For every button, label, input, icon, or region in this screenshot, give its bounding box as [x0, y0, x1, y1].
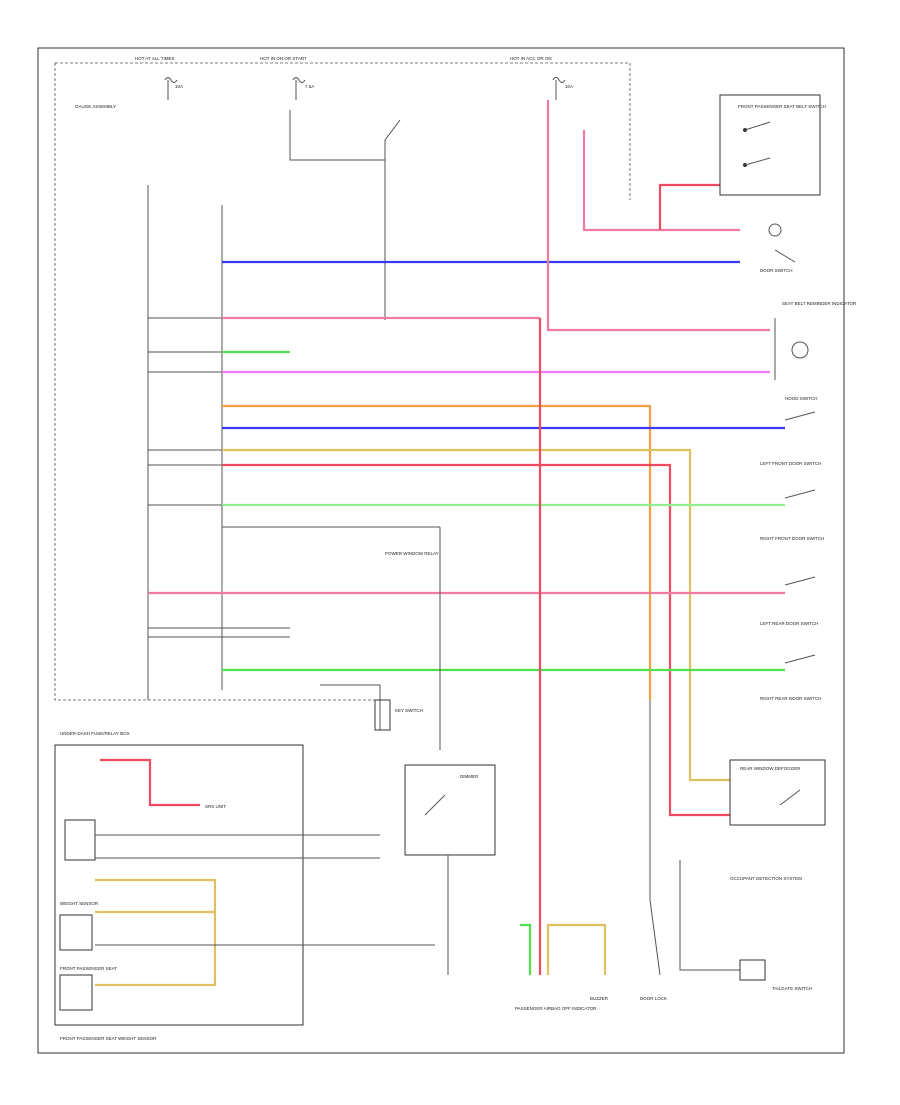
fuse-3-label: 10A: [565, 84, 573, 89]
key-switch-wire: [320, 684, 390, 731]
srs-unit-box: [54, 744, 304, 1026]
weight-sensor-label: WEIGHT SENSOR: [60, 901, 99, 906]
dimmer-label: DIMMER: [460, 774, 479, 779]
left-rear-door-label: LEFT REAR DOOR SWITCH: [760, 621, 818, 626]
door-switch-label: DOOR SWITCH: [760, 268, 793, 273]
wire-orange: [222, 404, 652, 700]
key-switch-label: KEY SWITCH: [395, 708, 423, 713]
wire-red-srs: [100, 758, 200, 807]
wire-tan: [222, 448, 730, 782]
right-front-door-label: RIGHT FRONT DOOR SWITCH: [760, 536, 824, 541]
rear-defog-switch-icon: [779, 789, 801, 806]
buzzer-label: BUZZER: [590, 996, 609, 1001]
seatbelt-light-icon: [774, 318, 809, 380]
dimmer-box: [404, 764, 496, 856]
right-door-switches: [784, 411, 816, 664]
weight-sensor-box: [59, 914, 93, 951]
left-front-door-label: LEFT FRONT DOOR SWITCH: [760, 461, 821, 466]
rear-defog-label: REAR WINDOW DEFOGGER: [740, 766, 801, 771]
fuse-2-label: 7.5A: [305, 84, 314, 89]
fuse-hot-run-label: HOT IN ON OR START: [260, 56, 307, 61]
wire-red-top-right: [658, 183, 720, 230]
meter-dashed: [54, 63, 380, 701]
bottom-note: FRONT PASSENGER SEAT WEIGHT SENSOR: [60, 1036, 157, 1041]
fuse-box-dashed: [55, 62, 631, 200]
front-pass-seat-box: [59, 974, 93, 1011]
wire-pink-acc: [546, 100, 770, 332]
wire-red-2: [222, 463, 730, 817]
wire-pink-top-right: [582, 130, 740, 232]
fuse-symbols: [164, 77, 566, 100]
fuse-1-label: 10A: [175, 84, 183, 89]
wire-tan-srs: [95, 878, 217, 987]
switch-top-right-label: FRONT PASSENGER SEAT BELT SWITCH: [738, 104, 826, 109]
wire-green-bottom: [520, 923, 532, 975]
door-lock-label: DOOR LOCK: [640, 996, 667, 1001]
dimmer-switch-icon: [424, 794, 446, 816]
passenger-airbag-off-label: PASSENGER AIRBAG OFF INDICATOR: [515, 1006, 597, 1011]
tailgate-label: TAILGATE SWITCH: [772, 986, 812, 991]
meter-label: GAUGE ASSEMBLY: [75, 104, 116, 109]
fuse-hot-all-label: HOT AT ALL TIMES: [135, 56, 175, 61]
srs-internal: [64, 819, 380, 861]
junction-label: UNDER-DASH FUSE/RELAY BOX: [60, 731, 130, 736]
relay-label: POWER WINDOW RELAY: [385, 551, 439, 556]
rear-defog-box: [729, 759, 826, 826]
tailgate-wire: [679, 860, 740, 971]
door-lock-wire: [649, 700, 661, 976]
front-passenger-seatbelt-switch-box: [719, 94, 821, 196]
wire-tan-bottom: [546, 923, 607, 975]
fuse-hot-acc-label: HOT IN ACC OR ON: [510, 56, 552, 61]
left-ecu-label: SRS UNIT: [205, 804, 226, 809]
hood-switch-label: HOOD SWITCH: [785, 396, 818, 401]
door-switch-icon: [768, 223, 796, 263]
relay-path: [289, 110, 401, 161]
seatbelt-light-label: SEAT BELT REMINDER INDICATOR: [782, 301, 857, 306]
diagram-border: [37, 47, 845, 1054]
right-rear-door-label: RIGHT REAR DOOR SWITCH: [760, 696, 821, 701]
switch-icon: [743, 121, 771, 167]
occupant-det-label: OCCUPANT DETECTION SYSTEM: [730, 876, 802, 881]
front-pass-seat-label: FRONT PASSENGER SEAT: [60, 966, 117, 971]
tailgate-switch-box: [739, 959, 766, 981]
meter-pins: [148, 317, 222, 638]
key-switch-box: [374, 699, 391, 731]
